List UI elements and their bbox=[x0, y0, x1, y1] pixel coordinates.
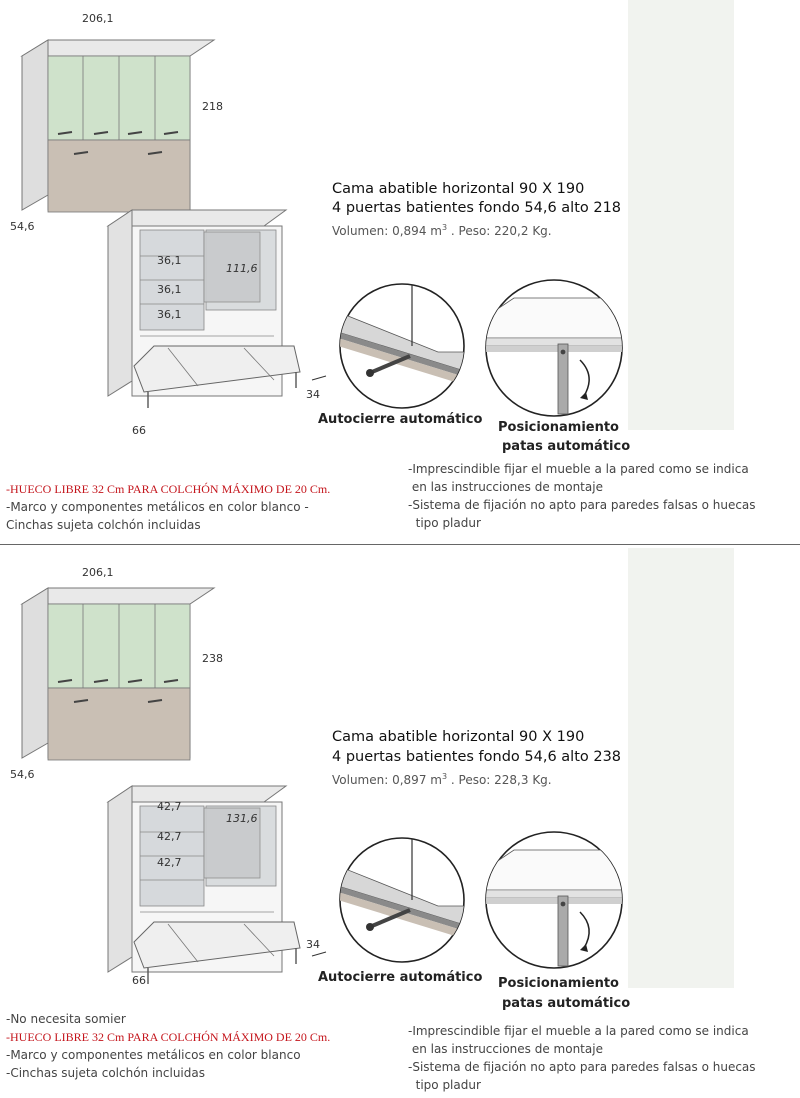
side-band-bottom bbox=[628, 548, 734, 988]
note-red-warning: -HUECO LIBRE 32 Cm PARA COLCHÓN MÁXIMO D… bbox=[6, 1030, 331, 1044]
dim-width-label: 206,1 bbox=[82, 12, 114, 25]
volume-label: Volumen: 0,897 m bbox=[332, 773, 442, 787]
volume-weight-line: Volumen: 0,894 m3 . Peso: 220,2 Kg. bbox=[332, 223, 552, 238]
dim-wardrobe-label: 131,6 bbox=[226, 812, 258, 825]
dim-leg-label: 34 bbox=[306, 388, 320, 401]
notes-right: -Imprescindible fijar el mueble a la par… bbox=[408, 460, 756, 532]
dim-width-label: 206,1 bbox=[82, 566, 114, 579]
product-section-1: 206,1 218 54,6 36,1 36,1 36,1 111,6 34 6… bbox=[0, 0, 800, 544]
dim-leg-label: 34 bbox=[306, 938, 320, 951]
dim-depth-label: 54,6 bbox=[10, 768, 35, 781]
note-line: tipo pladur bbox=[408, 1078, 481, 1092]
legs-caption-line-2: patas automático bbox=[502, 996, 631, 1011]
legs-detail-circle bbox=[485, 279, 623, 417]
volume-unit-exponent: 3 bbox=[441, 223, 448, 232]
open-unit-drawing bbox=[106, 209, 327, 408]
volume-label: Volumen: 0,894 m bbox=[332, 224, 442, 238]
dim-height-label: 238 bbox=[202, 652, 223, 665]
autoclose-detail-circle bbox=[339, 837, 465, 963]
dim-shelf-2-label: 36,1 bbox=[157, 283, 182, 296]
note-line: en las instrucciones de montaje bbox=[408, 1042, 603, 1056]
product-section-2: 206,1 238 54,6 42,7 42,7 42,7 131,6 34 6… bbox=[0, 548, 800, 1098]
product-title-line-2: 4 puertas batientes fondo 54,6 alto 218 bbox=[332, 200, 622, 216]
dim-shelf-2-label: 42,7 bbox=[157, 830, 182, 843]
notes-right: -Imprescindible fijar el mueble a la par… bbox=[408, 1022, 756, 1094]
dim-shelf-1-label: 42,7 bbox=[157, 800, 182, 813]
closed-unit-drawing bbox=[20, 587, 216, 761]
closed-unit-drawing bbox=[20, 39, 216, 213]
note-line: tipo pladur bbox=[408, 516, 481, 530]
note-line: -Sistema de fijación no apto para parede… bbox=[408, 1060, 756, 1074]
product-title-line-1: Cama abatible horizontal 90 X 190 bbox=[332, 181, 585, 197]
side-band-top bbox=[628, 0, 734, 430]
volume-unit-exponent: 3 bbox=[441, 772, 448, 781]
open-unit-drawing bbox=[106, 785, 327, 984]
section-divider bbox=[0, 544, 800, 545]
dim-shelf-1-label: 36,1 bbox=[157, 254, 182, 267]
dim-shelf-3-label: 36,1 bbox=[157, 308, 182, 321]
legs-caption-line-2: patas automático bbox=[502, 439, 631, 454]
note-line: -Cinchas sujeta colchón incluidas bbox=[6, 1066, 205, 1080]
autoclose-caption: Autocierre automático bbox=[318, 412, 483, 427]
volume-weight-line: Volumen: 0,897 m3 . Peso: 228,3 Kg. bbox=[332, 772, 552, 787]
legs-caption-line-1: Posicionamiento bbox=[498, 976, 619, 991]
dim-bed-depth-label: 66 bbox=[132, 424, 146, 437]
dim-height-label: 218 bbox=[202, 100, 223, 113]
autoclose-detail-circle bbox=[339, 283, 465, 409]
note-line: Cinchas sujeta colchón incluidas bbox=[6, 518, 201, 532]
note-line: -Sistema de fijación no apto para parede… bbox=[408, 498, 756, 512]
notes-left: -HUECO LIBRE 32 Cm PARA COLCHÓN MÁXIMO D… bbox=[6, 480, 330, 534]
dim-wardrobe-label: 111,6 bbox=[226, 262, 258, 275]
product-title-line-2: 4 puertas batientes fondo 54,6 alto 238 bbox=[332, 749, 622, 765]
dim-depth-label: 54,6 bbox=[10, 220, 35, 233]
weight-label: . Peso: 228,3 Kg. bbox=[450, 773, 552, 787]
dim-shelf-3-label: 42,7 bbox=[157, 856, 182, 869]
note-line: -No necesita somier bbox=[6, 1012, 126, 1026]
note-line: -Marco y componentes metálicos en color … bbox=[6, 500, 309, 514]
notes-left: -No necesita somier -HUECO LIBRE 32 Cm PA… bbox=[6, 1010, 330, 1082]
dim-bed-depth-label: 66 bbox=[132, 974, 146, 987]
note-red-warning: -HUECO LIBRE 32 Cm PARA COLCHÓN MÁXIMO D… bbox=[6, 482, 331, 496]
autoclose-caption: Autocierre automático bbox=[318, 970, 483, 985]
product-title-line-1: Cama abatible horizontal 90 X 190 bbox=[332, 729, 585, 745]
legs-detail-circle bbox=[485, 831, 623, 969]
note-line: -Marco y componentes metálicos en color … bbox=[6, 1048, 301, 1062]
note-line: en las instrucciones de montaje bbox=[408, 480, 603, 494]
weight-label: . Peso: 220,2 Kg. bbox=[450, 224, 552, 238]
legs-caption-line-1: Posicionamiento bbox=[498, 420, 619, 435]
note-line: -Imprescindible fijar el mueble a la par… bbox=[408, 1024, 749, 1038]
note-line: -Imprescindible fijar el mueble a la par… bbox=[408, 462, 749, 476]
